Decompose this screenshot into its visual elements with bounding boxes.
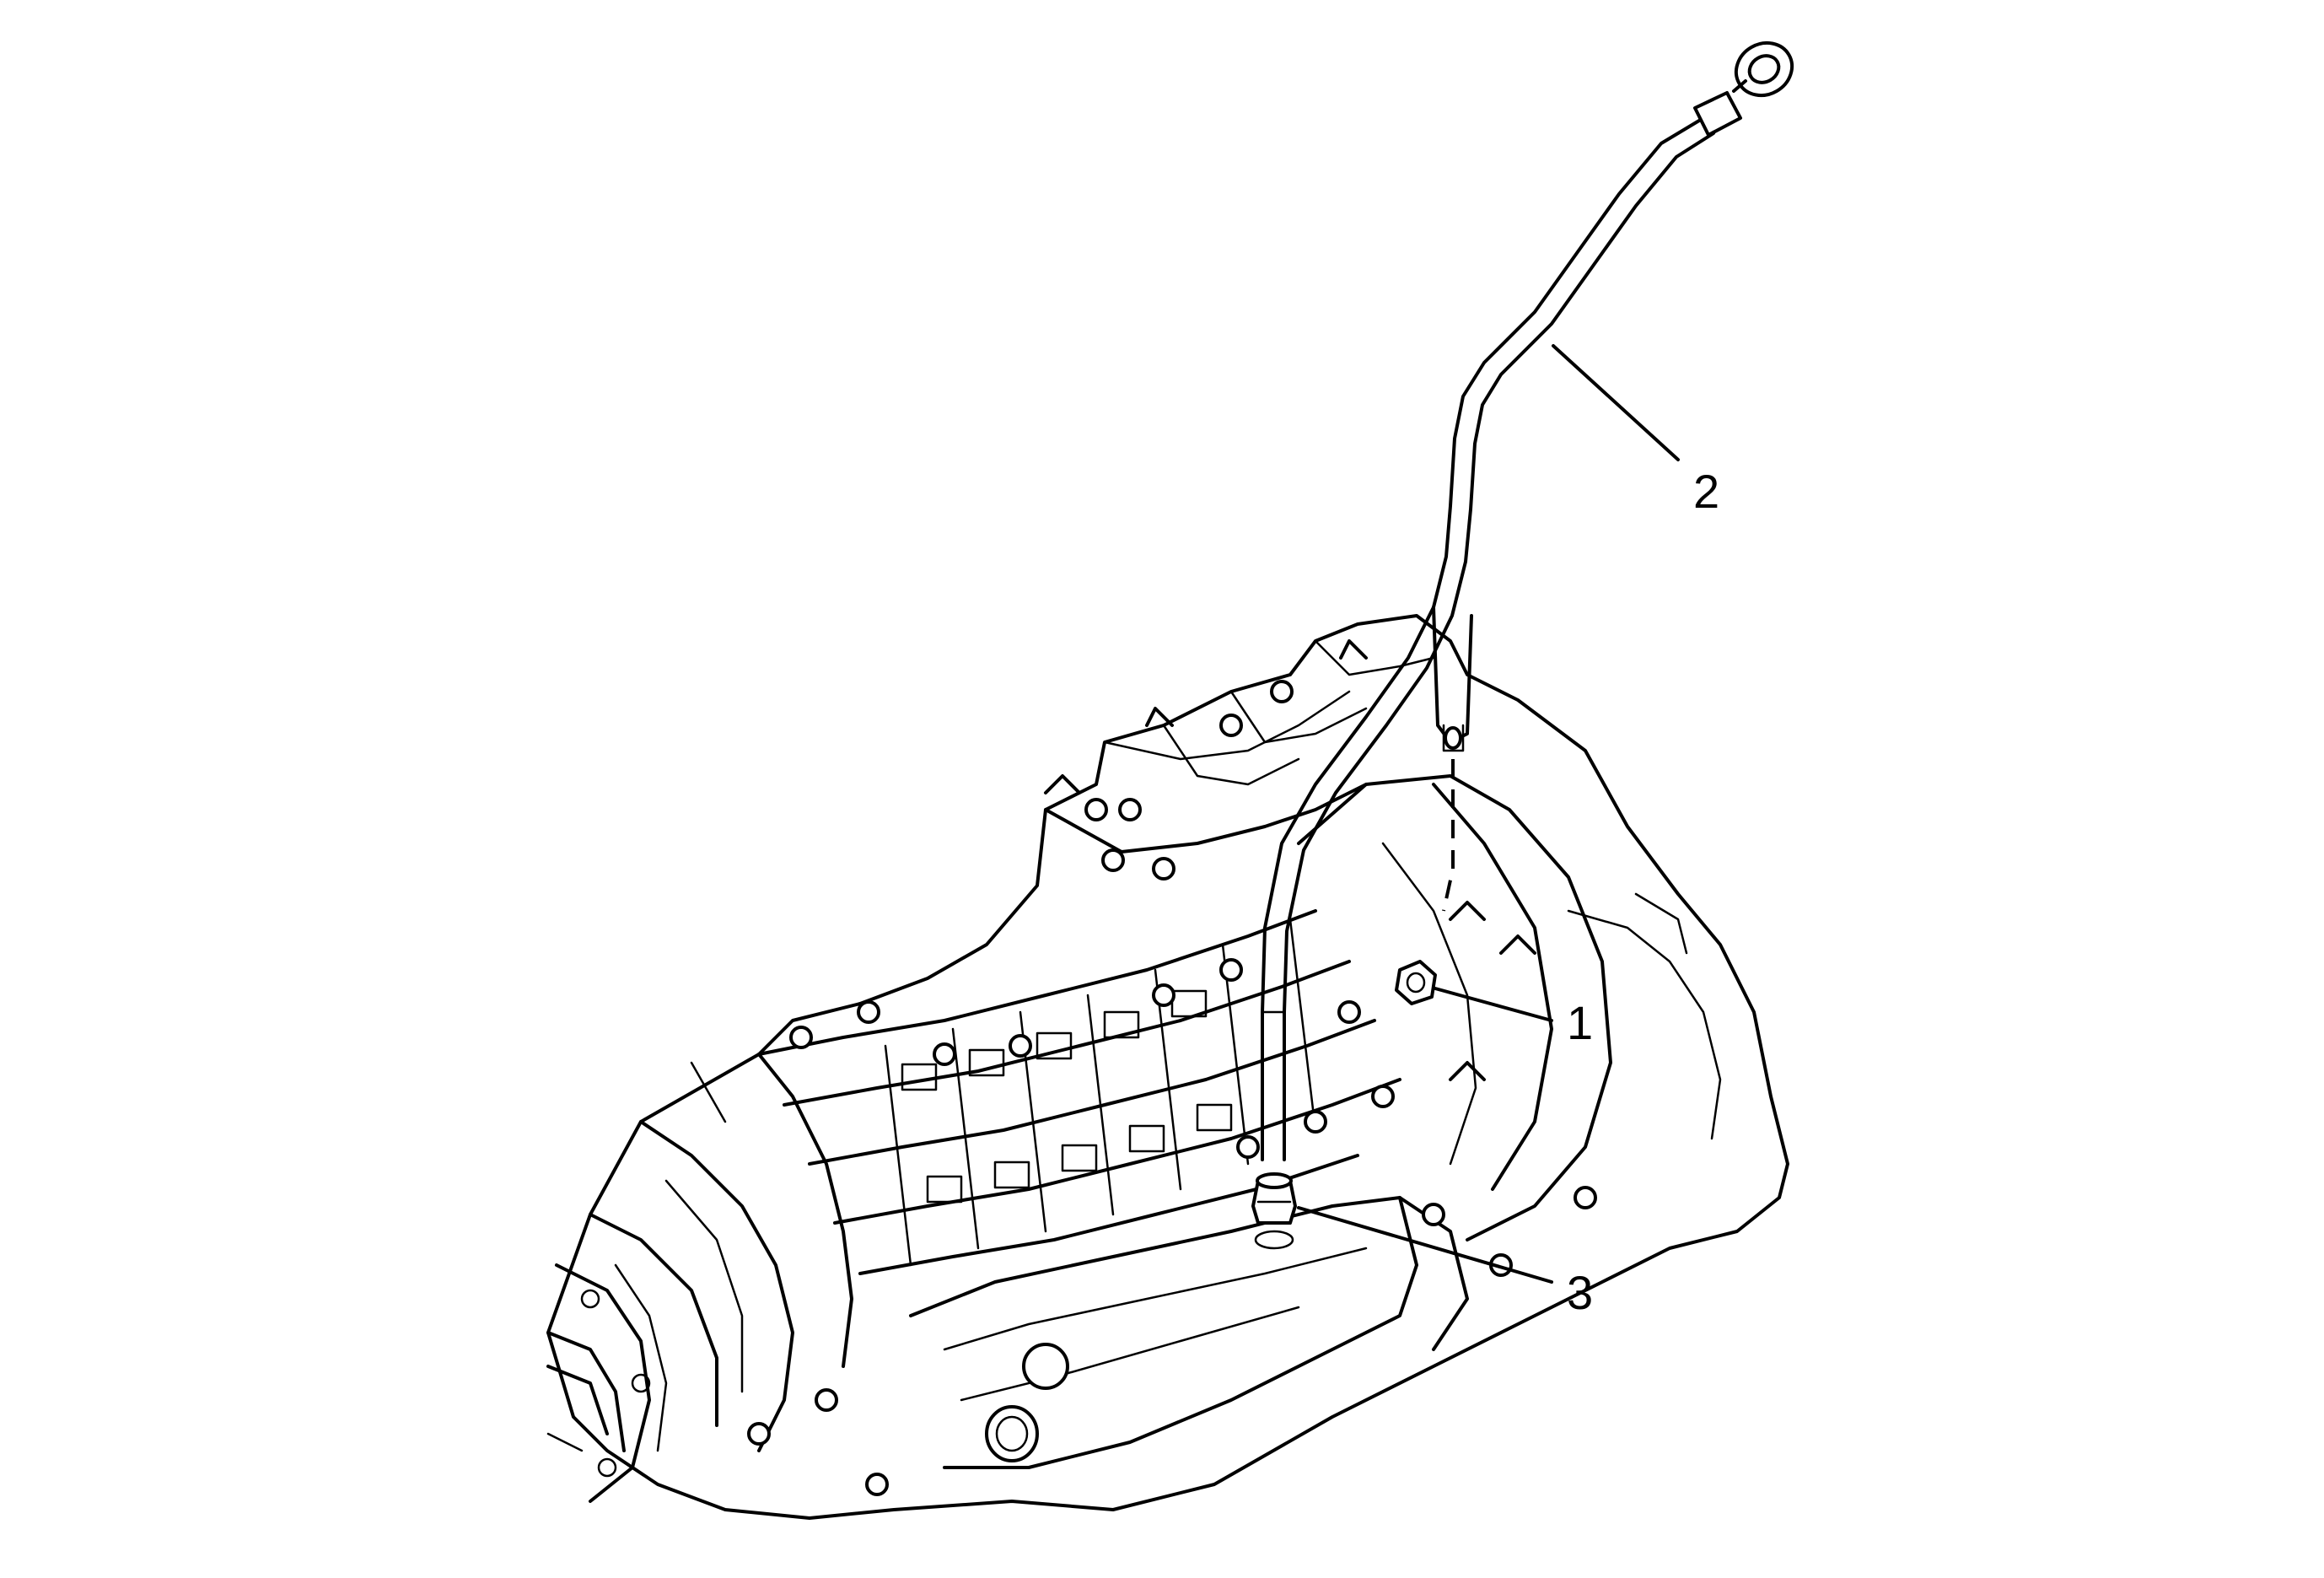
dipstick-tube	[1261, 40, 1794, 1161]
callout-3: 3	[1567, 1266, 1593, 1319]
transmission-outline	[546, 614, 1789, 1520]
pan-plug	[985, 1343, 1069, 1462]
case-bolts	[747, 680, 1597, 1496]
dipstick-tube-outer	[1261, 116, 1705, 1161]
bell-housing	[1297, 774, 1612, 1241]
dipstick-mount-bracket	[1432, 606, 1473, 752]
leader-1	[1434, 987, 1553, 1022]
bell-housing-rim	[1432, 783, 1553, 1191]
bell-housing-inner	[1381, 842, 1477, 1166]
tube-seal	[1251, 1172, 1297, 1250]
case-top-ridge	[1044, 783, 1368, 854]
top-studs	[1044, 639, 1536, 1081]
leader-2	[1552, 344, 1680, 461]
leader-3	[1297, 1206, 1553, 1284]
callout-1: 1	[1567, 996, 1593, 1049]
transmission-assembly	[546, 614, 1789, 1520]
alignment-dashed-line	[1442, 759, 1455, 912]
extension-housing	[546, 1053, 853, 1452]
dipstick-tube-inner	[1283, 132, 1715, 1161]
dipstick-ring-handle	[1732, 40, 1794, 98]
callout-2: 2	[1693, 465, 1719, 518]
callout-leaders	[1297, 344, 1680, 1284]
output-flange	[546, 1263, 651, 1503]
bracket-nut	[1395, 960, 1437, 1005]
dipstick-collar	[1693, 91, 1742, 137]
